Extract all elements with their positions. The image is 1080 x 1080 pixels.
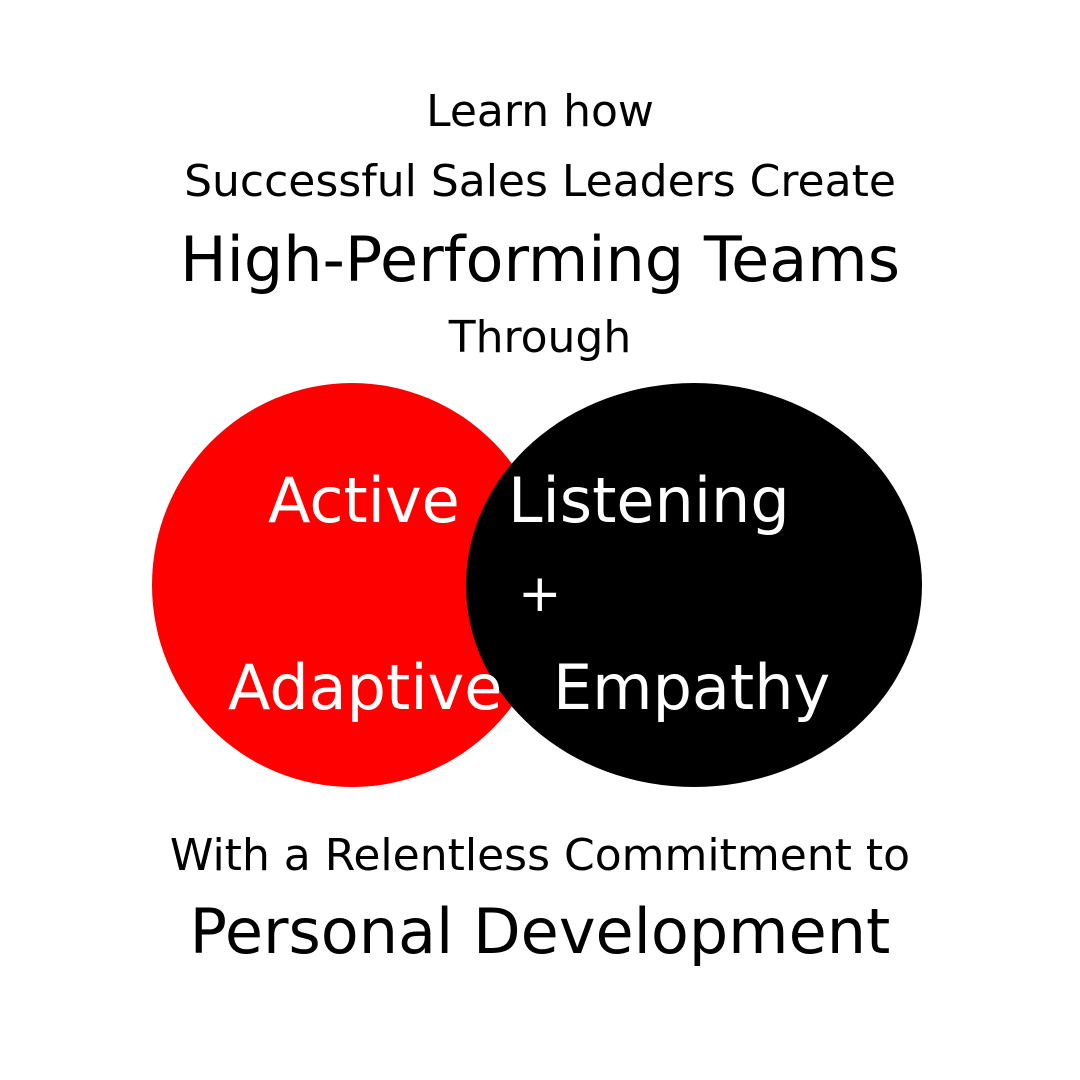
intro-line: Learn how (426, 86, 654, 137)
venn-circle-black (466, 383, 922, 787)
venn-word-adaptive: Adaptive (228, 651, 503, 724)
headline: High-Performing Teams (180, 223, 900, 296)
venn-word-empathy: Empathy (553, 651, 831, 724)
venn-word-active: Active (268, 464, 460, 537)
venn-circle-red (152, 383, 552, 787)
subject-line: Successful Sales Leaders Create (184, 156, 896, 207)
connector-line: Through (448, 312, 632, 363)
closing-line: With a Relentless Commitment to (169, 830, 911, 881)
venn-word-listening: Listening (508, 464, 790, 537)
venn-plus-sign: + (518, 564, 562, 624)
closing-headline: Personal Development (189, 895, 891, 968)
